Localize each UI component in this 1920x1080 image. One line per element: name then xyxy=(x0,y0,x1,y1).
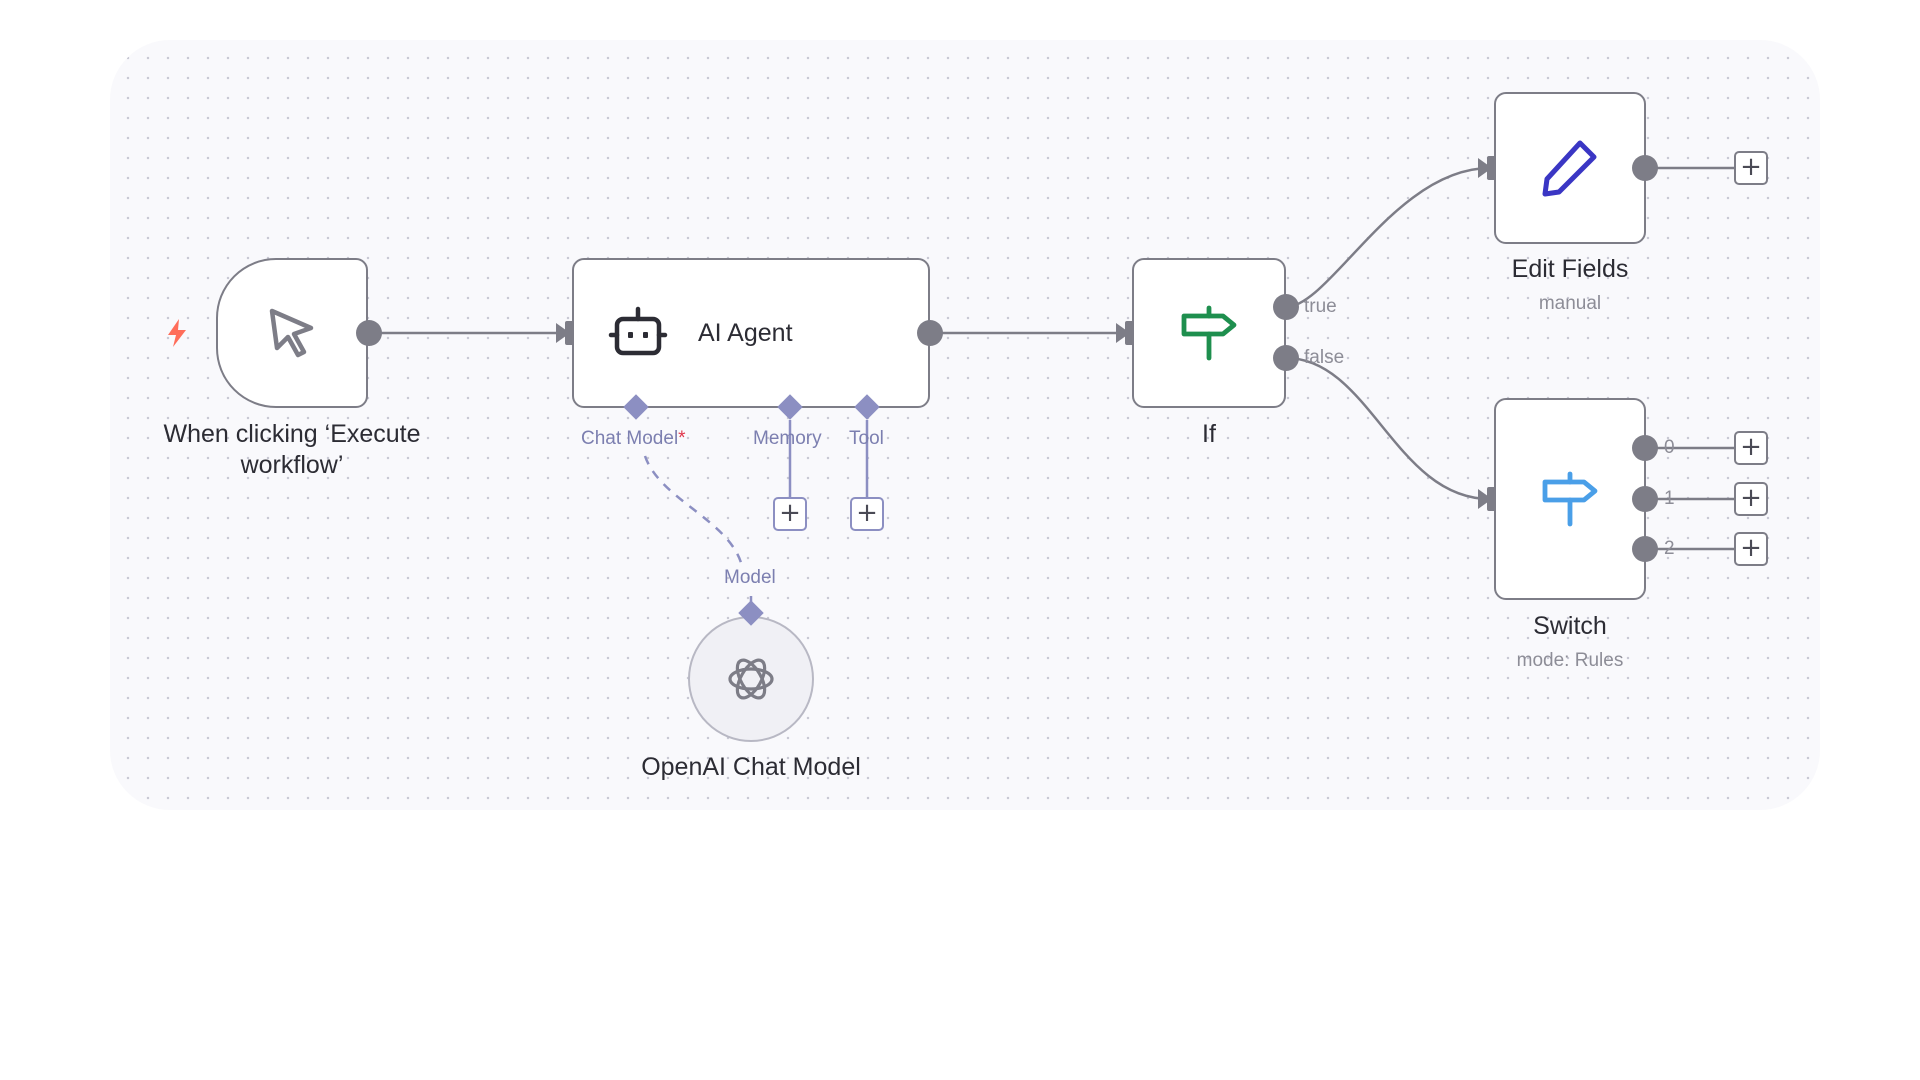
trigger-output-handle[interactable] xyxy=(356,320,382,346)
memory-slot-label: Memory xyxy=(753,428,822,449)
openai-chat-model-node[interactable] xyxy=(688,616,814,742)
if-node[interactable] xyxy=(1132,258,1286,408)
add-after-switch-0-button[interactable]: + xyxy=(1734,431,1768,465)
switch-input-handle[interactable] xyxy=(1487,487,1497,511)
switch-output-handle-0[interactable] xyxy=(1632,435,1658,461)
tool-slot-label: Tool xyxy=(849,428,884,449)
required-marker: * xyxy=(678,428,686,449)
model-slot-label: Model xyxy=(724,567,776,588)
trigger-bolt-icon xyxy=(168,319,186,347)
agent-output-handle[interactable] xyxy=(917,320,943,346)
switch-subtitle: mode: Rules xyxy=(1516,650,1624,671)
agent-input-handle[interactable] xyxy=(565,321,575,345)
openai-title: OpenAI Chat Model xyxy=(641,753,861,781)
add-tool-button[interactable]: + xyxy=(850,497,884,531)
trigger-title: When clicking ‘Execute workflow’ xyxy=(163,420,421,479)
switch-output-label-1: 1 xyxy=(1664,488,1675,509)
if-true-output-handle[interactable] xyxy=(1273,294,1299,320)
switch-output-label-0: 0 xyxy=(1664,437,1675,458)
chat-model-label-text: Chat Model xyxy=(581,428,679,449)
openai-icon xyxy=(724,652,778,706)
if-false-output-handle[interactable] xyxy=(1273,345,1299,371)
add-memory-button[interactable]: + xyxy=(773,497,807,531)
switch-node[interactable] xyxy=(1494,398,1646,600)
trigger-node[interactable] xyxy=(216,258,368,408)
robot-icon xyxy=(608,305,668,361)
add-after-edit-fields-button[interactable]: + xyxy=(1734,151,1768,185)
pencil-icon xyxy=(1538,136,1602,200)
edit-fields-title: Edit Fields xyxy=(1511,255,1629,283)
switch-output-handle-1[interactable] xyxy=(1632,486,1658,512)
edit-fields-node[interactable] xyxy=(1494,92,1646,244)
switch-output-label-2: 2 xyxy=(1664,538,1675,559)
switch-signpost-icon xyxy=(1540,470,1600,528)
cursor-icon xyxy=(263,304,321,362)
switch-output-handle-2[interactable] xyxy=(1632,536,1658,562)
edit-fields-input-handle[interactable] xyxy=(1487,156,1497,180)
chat-model-slot-label: Chat Model* xyxy=(581,428,686,450)
ai-agent-node[interactable]: AI Agent xyxy=(572,258,930,408)
edit-fields-subtitle: manual xyxy=(1538,293,1602,314)
agent-title: AI Agent xyxy=(698,318,793,347)
if-false-label: false xyxy=(1304,347,1345,368)
switch-title: Switch xyxy=(1533,612,1607,640)
add-after-switch-1-button[interactable]: + xyxy=(1734,482,1768,516)
if-input-handle[interactable] xyxy=(1125,321,1135,345)
if-true-label: true xyxy=(1304,296,1337,317)
edit-fields-output-handle[interactable] xyxy=(1632,155,1658,181)
signpost-icon xyxy=(1179,304,1239,362)
if-title: If xyxy=(1202,420,1216,448)
add-after-switch-2-button[interactable]: + xyxy=(1734,532,1768,566)
